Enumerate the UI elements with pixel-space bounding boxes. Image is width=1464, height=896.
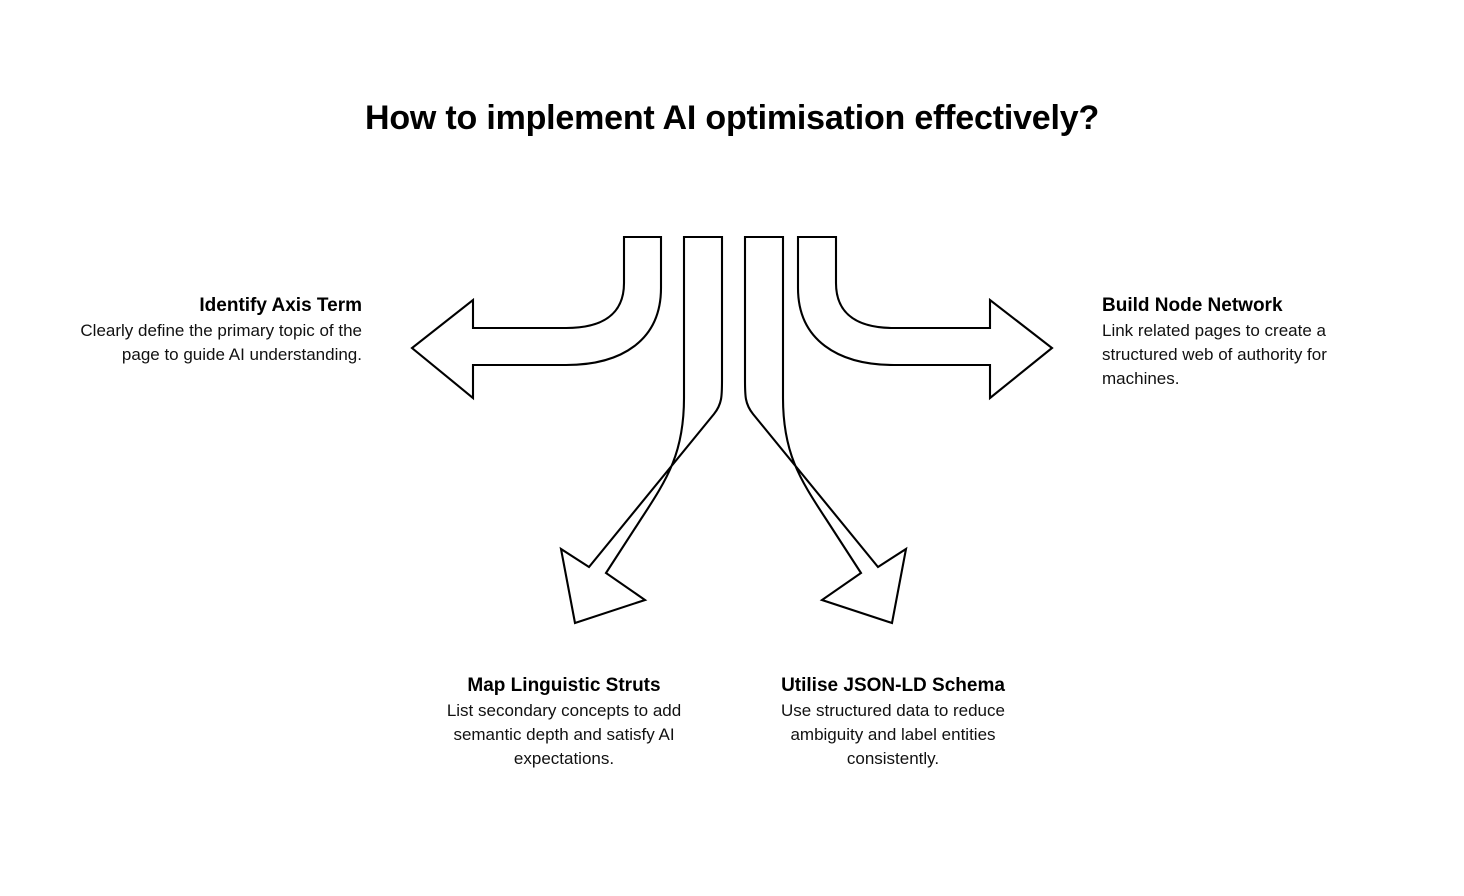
page-title: How to implement AI optimisation effecti…	[364, 99, 1100, 137]
node-body: List secondary concepts to add semantic …	[446, 701, 682, 768]
node-body: Use structured data to reduce ambiguity …	[781, 701, 1005, 768]
arrow-left	[410, 235, 663, 401]
node-label-identify-axis-term: Identify Axis Term Clearly define the pr…	[70, 293, 362, 367]
node-heading: Build Node Network	[1102, 295, 1283, 316]
node-label-map-linguistic-struts: Map Linguistic Struts List secondary con…	[424, 673, 704, 771]
node-body: Clearly define the primary topic of the …	[80, 321, 362, 364]
node-heading: Map Linguistic Struts	[467, 675, 661, 696]
node-label-utilise-json-ld-schema: Utilise JSON-LD Schema Use structured da…	[753, 673, 1033, 771]
node-heading: Identify Axis Term	[199, 295, 362, 316]
arrow-down-left	[559, 235, 724, 625]
node-heading: Utilise JSON-LD Schema	[781, 675, 1005, 696]
arrow-down-right	[743, 235, 908, 625]
node-label-build-node-network: Build Node Network Link related pages to…	[1102, 293, 1402, 391]
node-body: Link related pages to create a structure…	[1102, 321, 1327, 388]
arrow-right	[796, 235, 1054, 401]
